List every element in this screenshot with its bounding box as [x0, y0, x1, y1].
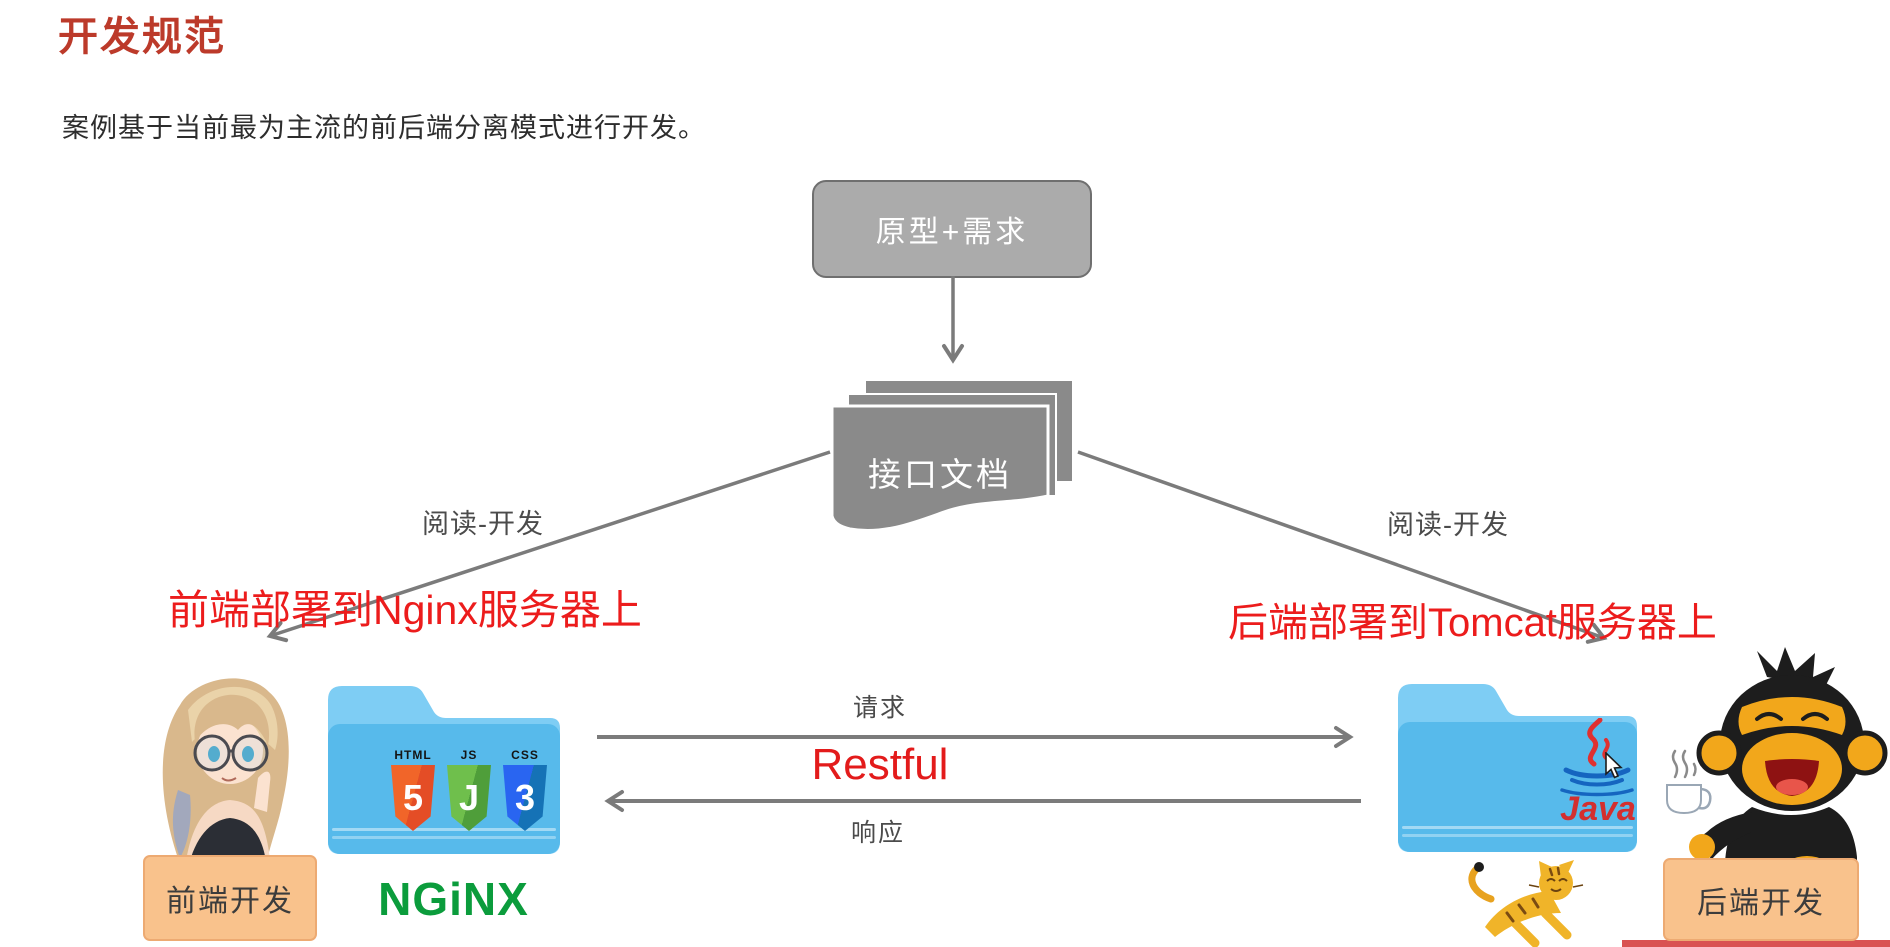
js-glyph: J	[458, 777, 480, 818]
html5-icon: HTML 5	[388, 748, 438, 831]
prototype-requirements-label: 原型+需求	[875, 216, 1029, 249]
css3-icon-label: CSS	[511, 748, 539, 762]
response-label: 响应	[850, 819, 905, 847]
read-develop-label-left: 阅读-开发	[422, 509, 544, 539]
protocol-label: Restful	[811, 740, 949, 789]
frontend-avatar	[162, 678, 289, 868]
frontend-folder-icon	[328, 686, 560, 854]
css3-shield: 3	[503, 765, 547, 831]
js-icon: JS J	[444, 748, 494, 831]
backend-folder-icon	[1398, 684, 1637, 852]
frontend-role-label: 前端开发	[166, 885, 294, 918]
tomcat-logo	[1468, 860, 1584, 947]
frontend-deploy-note: 前端部署到Nginx服务器上	[168, 587, 642, 633]
css3-glyph: 3	[514, 777, 536, 818]
backend-role-label: 后端开发	[1697, 886, 1825, 920]
html5-icon-label: HTML	[394, 748, 432, 762]
backend-avatar	[1666, 647, 1888, 890]
backend-deploy-note: 后端部署到Tomcat服务器上	[1228, 601, 1717, 645]
java-logo	[1560, 718, 1634, 797]
prototype-requirements-box: 原型+需求	[812, 180, 1092, 278]
arrow-apidoc-to-frontend	[266, 450, 831, 643]
page-title: 开发规范	[58, 15, 226, 59]
page-subtitle: 案例基于当前最为主流的前后端分离模式进行开发。	[62, 113, 706, 143]
js-icon-label: JS	[460, 748, 478, 762]
arrow-apidoc-to-backend	[1077, 450, 1608, 644]
java-logo-label: Java	[1560, 790, 1636, 828]
nginx-logo: NGiNX	[378, 873, 529, 925]
backend-role-label-box: 后端开发	[1663, 858, 1859, 941]
api-doc-page-front	[830, 404, 1050, 532]
mouse-cursor-icon	[1605, 752, 1623, 779]
read-develop-label-right: 阅读-开发	[1387, 510, 1509, 540]
frontend-role-label-box: 前端开发	[143, 855, 317, 941]
request-label: 请求	[852, 694, 907, 722]
html5-glyph: 5	[402, 777, 424, 818]
api-doc-label: 接口文档	[868, 456, 1012, 493]
css3-icon: CSS 3	[500, 748, 550, 831]
js-shield: J	[447, 765, 491, 831]
bottom-red-underline	[1622, 940, 1890, 947]
html5-shield: 5	[391, 765, 435, 831]
